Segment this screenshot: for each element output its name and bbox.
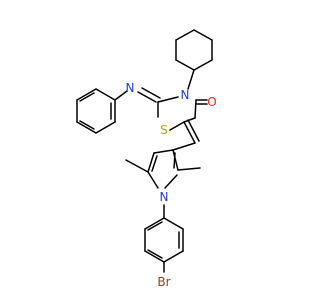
atom-n-pyrrole: N	[160, 190, 169, 204]
atom-o1: O	[207, 95, 216, 109]
structure-diagram: S N N O N Br	[76, 29, 217, 289]
phenyl-ring	[76, 88, 116, 134]
molecule-canvas: S N N O N Br	[76, 29, 217, 289]
thiazolidinone-ring	[157, 96, 197, 131]
atom-br1: Br	[157, 275, 170, 289]
cyclohexyl-ring	[175, 29, 213, 71]
atom-n-imine: N	[126, 81, 135, 95]
atom-s1: S	[160, 123, 168, 137]
svg-text:O: O	[207, 95, 216, 109]
methyl-bond-right	[177, 167, 201, 171]
carbonyl-bond	[195, 99, 208, 105]
svg-text:N: N	[126, 81, 135, 95]
bromophenyl-ring	[144, 217, 184, 263]
exocyclic-double-bond	[183, 119, 200, 144]
svg-text:N: N	[160, 190, 169, 204]
svg-text:S: S	[160, 123, 168, 137]
imine-phenyl-bond	[114, 90, 128, 101]
n-cyclohexyl-bond	[187, 69, 195, 90]
methine-pyrrole-bond	[172, 142, 196, 151]
svg-text:Br: Br	[157, 275, 170, 289]
atom-n-ring: N	[181, 88, 190, 102]
pyrrole-ring	[147, 149, 179, 189]
svg-text:N: N	[181, 88, 190, 102]
imine-double-bond	[137, 87, 161, 103]
methyl-bond-left	[125, 159, 149, 173]
